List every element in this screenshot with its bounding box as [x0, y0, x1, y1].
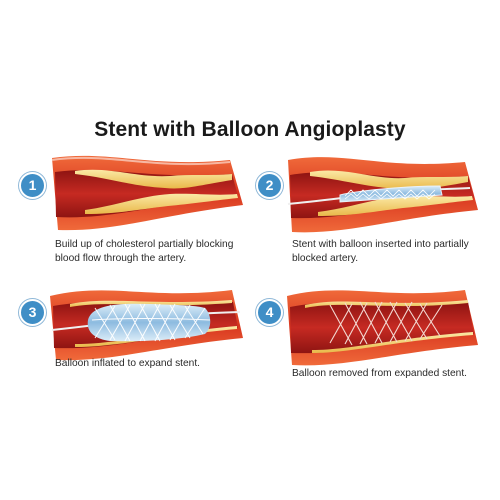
stent-mesh-4: [329, 301, 443, 346]
step-1-caption-line-1: Build up of cholesterol partially blocki…: [55, 239, 234, 250]
step-2-caption-line-2: blocked artery.: [292, 253, 359, 264]
stent-mesh-2: [344, 189, 436, 200]
plaque-top-1: [75, 169, 232, 189]
step-1-badge: 1: [19, 172, 46, 199]
step-2-badge: 2: [256, 172, 283, 199]
step-3-caption: Balloon inflated to expand stent.: [55, 358, 200, 369]
plaque-bottom-4: [312, 332, 473, 353]
diagram-title: Stent with Balloon Angioplasty: [94, 118, 406, 141]
plaque-top-3: [70, 300, 232, 307]
step-2-caption-line-1: Stent with balloon inserted into partial…: [292, 239, 469, 250]
plaque-bottom-1: [85, 193, 238, 214]
balloon-3: [87, 303, 211, 342]
plaque-top-4: [305, 300, 468, 308]
step-3-badge: 3: [19, 299, 46, 326]
plaque-bottom-2: [318, 195, 473, 216]
plaque-top-2: [310, 170, 468, 190]
step-4-badge: 4: [256, 299, 283, 326]
step-4-caption: Balloon removed from expanded stent.: [292, 368, 467, 379]
stent-mesh-3: [91, 303, 211, 342]
step-1-caption-line-2: blood flow through the artery.: [55, 253, 187, 264]
